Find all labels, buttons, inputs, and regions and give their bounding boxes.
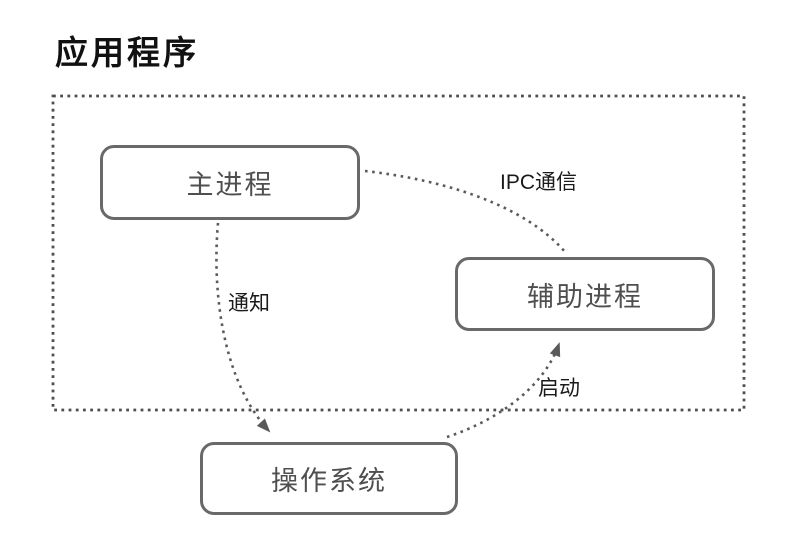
edge-label-notify: 通知	[228, 292, 270, 315]
node-helper-process-label: 辅助进程	[527, 281, 643, 312]
application-boundary	[51, 94, 746, 412]
edge-ipc	[364, 169, 567, 254]
diagram-title: 应用程序	[55, 34, 199, 71]
edge-launch	[446, 342, 561, 439]
node-operating-system: 操作系统	[200, 442, 458, 515]
node-helper-process: 辅助进程	[455, 257, 715, 331]
node-main-process-label: 主进程	[186, 170, 274, 200]
node-operating-system-label: 操作系统	[271, 466, 387, 496]
edge-notify	[215, 222, 271, 433]
edge-label-launch: 启动	[538, 377, 580, 400]
node-main-process: 主进程	[100, 145, 360, 220]
edge-label-ipc: IPC通信	[500, 171, 578, 194]
